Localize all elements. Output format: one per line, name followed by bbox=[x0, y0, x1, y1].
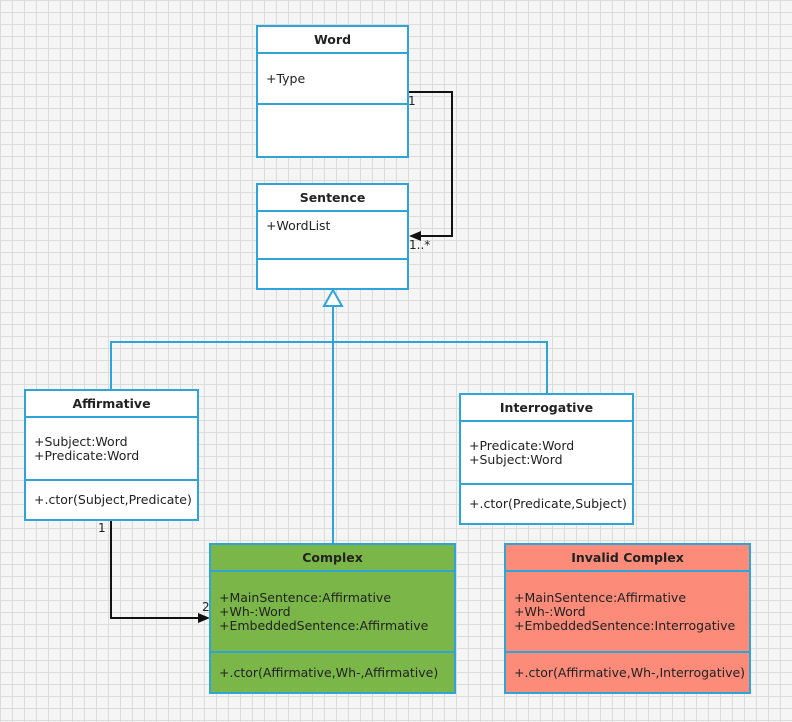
class-invalid-complex[interactable]: Invalid Complex +MainSentence:Affirmativ… bbox=[504, 543, 751, 694]
class-interrogative-name: Interrogative bbox=[461, 395, 632, 422]
class-complex-operations: +.ctor(Affirmative,Wh-,Affirmative) bbox=[211, 653, 454, 692]
class-affirmative[interactable]: Affirmative +Subject:Word +Predicate:Wor… bbox=[24, 389, 199, 521]
attribute: +Wh-:Word bbox=[219, 603, 291, 619]
operation: +.ctor(Subject,Predicate) bbox=[34, 492, 192, 507]
class-word-name: Word bbox=[258, 27, 407, 54]
attribute: +Type bbox=[266, 70, 306, 86]
multiplicity-affirmative: 1 bbox=[98, 521, 106, 535]
class-interrogative[interactable]: Interrogative +Predicate:Word +Subject:W… bbox=[459, 393, 634, 525]
attribute: +EmbeddedSentence:Interrogative bbox=[514, 617, 736, 633]
class-complex[interactable]: Complex +MainSentence:Affirmative +Wh-:W… bbox=[209, 543, 456, 694]
attribute: +Subject:Word bbox=[34, 433, 128, 449]
class-word-attributes: +Type bbox=[258, 54, 407, 105]
association-arrowhead-complex bbox=[198, 613, 210, 623]
operation: +.ctor(Affirmative,Wh-,Interrogative) bbox=[514, 664, 746, 680]
class-sentence-operations bbox=[258, 260, 407, 288]
class-affirmative-operations: +.ctor(Subject,Predicate) bbox=[26, 481, 197, 519]
class-word[interactable]: Word +Type bbox=[256, 25, 409, 158]
generalization-arrowhead bbox=[322, 287, 344, 307]
generalization-branch bbox=[110, 341, 548, 394]
multiplicity-complex: 2 bbox=[202, 600, 210, 614]
association-word-sentence bbox=[409, 91, 453, 237]
multiplicity-word: 1 bbox=[408, 94, 416, 108]
class-complex-attributes: +MainSentence:Affirmative +Wh-:Word +Emb… bbox=[211, 572, 454, 653]
attribute: +Subject:Word bbox=[469, 451, 563, 467]
class-invalid-complex-name: Invalid Complex bbox=[506, 545, 749, 572]
attribute: +Wh-:Word bbox=[514, 603, 586, 619]
multiplicity-sentence: 1..* bbox=[409, 238, 430, 252]
class-sentence-attributes: +WordList bbox=[258, 212, 407, 260]
class-interrogative-attributes: +Predicate:Word +Subject:Word bbox=[461, 422, 632, 485]
class-word-operations bbox=[258, 105, 407, 156]
attribute: +MainSentence:Affirmative bbox=[219, 589, 392, 605]
class-affirmative-attributes: +Subject:Word +Predicate:Word bbox=[26, 418, 197, 481]
attribute: +Predicate:Word bbox=[34, 447, 140, 463]
attribute: +Predicate:Word bbox=[469, 437, 575, 453]
class-sentence-name: Sentence bbox=[258, 185, 407, 212]
class-sentence[interactable]: Sentence +WordList bbox=[256, 183, 409, 290]
operation: +.ctor(Affirmative,Wh-,Affirmative) bbox=[219, 664, 439, 680]
class-invalid-complex-operations: +.ctor(Affirmative,Wh-,Interrogative) bbox=[506, 653, 749, 692]
association-arrowhead-sentence bbox=[409, 231, 421, 241]
class-invalid-complex-attributes: +MainSentence:Affirmative +Wh-:Word +Emb… bbox=[506, 572, 749, 653]
class-affirmative-name: Affirmative bbox=[26, 391, 197, 418]
attribute: +MainSentence:Affirmative bbox=[514, 589, 687, 605]
class-interrogative-operations: +.ctor(Predicate,Subject) bbox=[461, 485, 632, 523]
association-affirmative-complex bbox=[110, 520, 200, 619]
operation: +.ctor(Predicate,Subject) bbox=[469, 496, 627, 511]
attribute: +EmbeddedSentence:Affirmative bbox=[219, 617, 429, 633]
attribute: +WordList bbox=[266, 218, 331, 233]
class-complex-name: Complex bbox=[211, 545, 454, 572]
